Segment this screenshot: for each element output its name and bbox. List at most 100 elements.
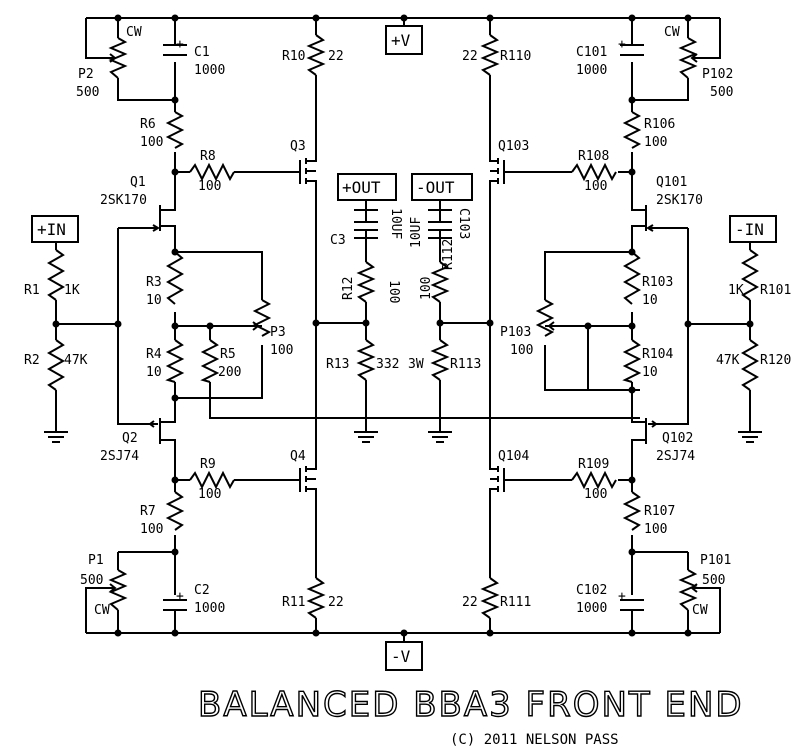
ground-icon xyxy=(354,431,378,443)
label-p102-value: 500 xyxy=(710,85,733,100)
copyright-notice: (C) 2011 NELSON PASS xyxy=(450,732,619,748)
label-r2-value: 47K xyxy=(64,353,88,368)
pot-p103 xyxy=(535,299,555,337)
label-p101: P101 xyxy=(700,553,731,568)
port-pos-supply: +V xyxy=(391,31,411,50)
resistor-symbols xyxy=(46,34,760,619)
ground-symbols xyxy=(44,431,762,443)
resistor-r4 xyxy=(165,339,185,383)
label-q103: Q103 xyxy=(498,139,529,154)
capacitor-c102 xyxy=(620,599,644,611)
port-neg-in-box xyxy=(729,215,777,243)
label-r9: R9 xyxy=(200,457,216,472)
label-r4: R4 xyxy=(146,347,162,362)
label-p1-cw: CW xyxy=(94,603,110,618)
label-r120-value: 47K xyxy=(716,353,740,368)
label-r6-value: 100 xyxy=(140,135,163,150)
label-q3: Q3 xyxy=(290,139,306,154)
pot-p103-wiper xyxy=(547,321,557,331)
label-c3-value: 10UF xyxy=(388,208,403,239)
resistor-r8 xyxy=(189,162,235,182)
label-r101-value: 1K xyxy=(728,283,744,298)
label-r111: R111 xyxy=(500,595,531,610)
label-r9-value: 100 xyxy=(198,487,221,502)
label-r104-value: 10 xyxy=(642,365,658,380)
label-r110: R110 xyxy=(500,49,531,64)
transistor-q3 xyxy=(294,155,317,190)
label-r103-value: 10 xyxy=(642,293,658,308)
label-r8: R8 xyxy=(200,149,216,164)
label-c103-value: 10UF xyxy=(409,217,424,248)
label-q101-part: 2SK170 xyxy=(656,193,703,208)
pot-p2-wiper xyxy=(107,53,117,63)
label-r104: R104 xyxy=(642,347,673,362)
label-r107: R107 xyxy=(644,504,675,519)
resistor-r10 xyxy=(306,34,326,76)
label-p3: P3 xyxy=(270,325,286,340)
resistor-r107 xyxy=(622,491,642,531)
label-q2-part: 2SJ74 xyxy=(100,449,139,464)
resistor-r113 xyxy=(430,339,450,381)
label-r112: R112 xyxy=(441,239,456,270)
label-q4: Q4 xyxy=(290,449,306,464)
label-r108: R108 xyxy=(578,149,609,164)
label-p103-value: 100 xyxy=(510,343,533,358)
pot-p3-wiper xyxy=(250,321,260,331)
label-q1-part: 2SK170 xyxy=(100,193,147,208)
pot-p3 xyxy=(252,299,272,337)
ground-icon xyxy=(738,431,762,443)
label-p101-cw: CW xyxy=(692,603,708,618)
pot-p102-wiper xyxy=(690,53,700,63)
transistor-q4 xyxy=(294,460,317,500)
label-r5: R5 xyxy=(220,347,236,362)
label-r11-value: 22 xyxy=(328,595,344,610)
resistor-r12 xyxy=(356,261,376,303)
resistor-r6 xyxy=(165,111,185,149)
resistor-r3 xyxy=(165,251,185,305)
label-r10: R10 xyxy=(282,49,305,64)
pot-p101 xyxy=(678,569,698,611)
port-pos-in: +IN xyxy=(37,220,66,239)
port-pos-out: +OUT xyxy=(342,178,381,197)
port-neg-out-box xyxy=(411,173,473,201)
transistor-q104 xyxy=(489,460,510,500)
transistor-symbols xyxy=(148,155,658,500)
resistor-r103 xyxy=(622,251,642,305)
label-q102-part: 2SJ74 xyxy=(656,449,695,464)
label-q101: Q101 xyxy=(656,175,687,190)
label-p2-value: 500 xyxy=(76,85,99,100)
pot-p102 xyxy=(678,37,698,79)
plus-sign: + xyxy=(176,589,184,604)
labels-left: CW P2 500 + C1 1000 R6 100 R8 100 Q1 2SK… xyxy=(24,25,403,618)
label-c1-value: 1000 xyxy=(194,63,225,78)
resistor-r109 xyxy=(571,470,617,490)
port-neg-supply-box xyxy=(385,641,423,671)
label-r106: R106 xyxy=(644,117,675,132)
label-c102: C102 xyxy=(576,583,607,598)
label-r103: R103 xyxy=(642,275,673,290)
port-neg-supply: -V xyxy=(391,647,411,666)
label-p1: P1 xyxy=(88,553,104,568)
pot-p101-wiper xyxy=(690,583,700,593)
label-q102: Q102 xyxy=(662,431,693,446)
label-r109-value: 100 xyxy=(584,487,607,502)
label-p3-value: 100 xyxy=(270,343,293,358)
label-r2: R2 xyxy=(24,353,40,368)
port-boxes: +V -V +IN -IN +OUT -OUT xyxy=(31,25,777,671)
transistor-q103 xyxy=(489,155,510,190)
ground-icon xyxy=(428,431,452,443)
transistor-q1 xyxy=(150,200,176,232)
pot-p2 xyxy=(108,37,128,79)
capacitor-c2 xyxy=(163,599,187,611)
label-r1-value: 1K xyxy=(64,283,80,298)
label-r107-value: 100 xyxy=(644,522,667,537)
label-q2: Q2 xyxy=(122,431,138,446)
label-r6: R6 xyxy=(140,117,156,132)
label-r113: R113 xyxy=(450,357,481,372)
label-r10-value: 22 xyxy=(328,49,344,64)
resistor-r110 xyxy=(480,34,500,76)
label-r13-value: 332 xyxy=(376,357,399,372)
transistor-q2 xyxy=(148,418,176,448)
label-c102-value: 1000 xyxy=(576,601,607,616)
label-q1: Q1 xyxy=(130,175,146,190)
